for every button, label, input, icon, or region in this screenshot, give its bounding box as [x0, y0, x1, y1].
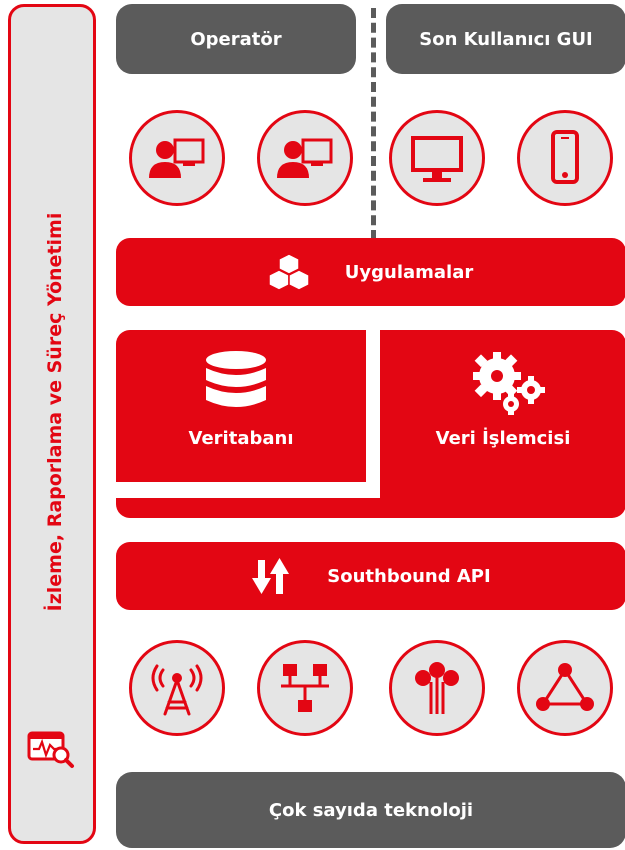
operator-workstation-icon	[257, 110, 353, 206]
footer-bar: Çok sayıda teknoloji	[116, 772, 625, 848]
core-white-gap-vertical	[366, 330, 380, 498]
sidebar-panel: İzleme, Raporlama ve Süreç Yönetimi	[8, 4, 96, 844]
triangle-mesh-icon	[517, 640, 613, 736]
database-text: Veritabanı	[116, 428, 366, 458]
sensor-pins-icon	[389, 640, 485, 736]
end-user-header-label: Son Kullanıcı GUI	[419, 28, 593, 50]
end-user-header: Son Kullanıcı GUI	[386, 4, 625, 74]
monitoring-chart-magnifier-icon	[27, 729, 75, 769]
sidebar-label: İzleme, Raporlama ve Süreç Yönetimi	[44, 212, 66, 612]
network-topology-icon	[257, 640, 353, 736]
processor-label: Veri İşlemcisi	[435, 428, 571, 449]
applications-bar: Uygulamalar	[116, 238, 625, 306]
gears-icon	[467, 350, 551, 416]
operator-workstation-icon	[129, 110, 225, 206]
southbound-label: Southbound API	[327, 565, 491, 587]
southbound-bar: Southbound API	[116, 542, 625, 610]
operator-header: Operatör	[116, 4, 356, 74]
database-label: Veritabanı	[188, 428, 294, 449]
smartphone-icon	[517, 110, 613, 206]
operator-header-label: Operatör	[190, 28, 282, 50]
desktop-monitor-icon	[389, 110, 485, 206]
applications-label: Uygulamalar	[344, 261, 474, 283]
footer-label: Çok sayıda teknoloji	[268, 799, 474, 821]
cubes-icon	[268, 252, 309, 292]
database-icon	[200, 350, 272, 414]
up-down-arrows-icon	[251, 556, 291, 596]
core-white-gap-horizontal	[116, 482, 374, 498]
dashed-divider	[371, 8, 376, 240]
radio-tower-icon	[129, 640, 225, 736]
processor-text: Veri İşlemcisi	[380, 428, 625, 458]
